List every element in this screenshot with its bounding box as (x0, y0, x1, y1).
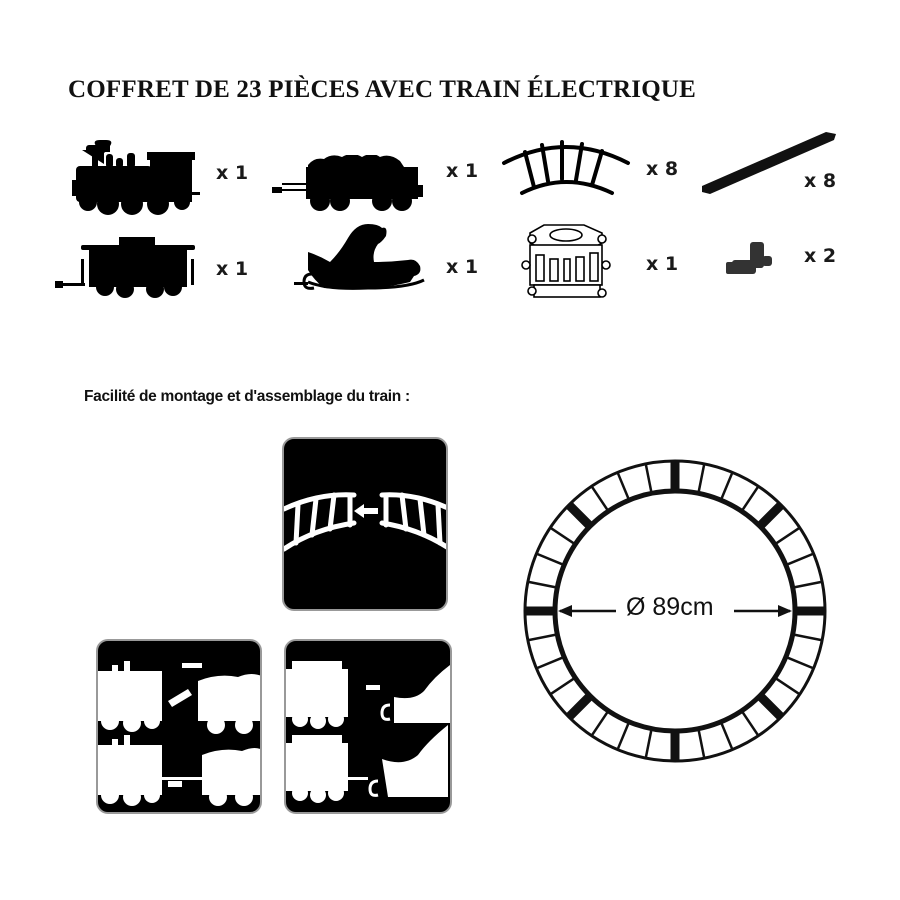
assembly-step-caboose-sleigh (284, 639, 452, 814)
page-title: COFFRET DE 23 PIÈCES AVEC TRAIN ÉLECTRIQ… (68, 76, 696, 103)
connector-icon (726, 242, 772, 274)
battery-box-icon (521, 224, 611, 298)
locomotive-tender-connect-icon (98, 661, 260, 806)
track-circle-diagram (523, 459, 827, 763)
qty-sleigh: x 1 (446, 256, 479, 278)
qty-caboose: x 1 (216, 258, 249, 280)
assembly-step-locomotive-tender (96, 639, 262, 814)
track-connect-icon (284, 492, 446, 552)
caboose-sleigh-connect-icon (286, 661, 450, 803)
qty-battery-box: x 1 (646, 253, 679, 275)
caboose-icon (55, 237, 195, 298)
qty-coal-tender: x 1 (446, 160, 479, 182)
qty-rail: x 8 (804, 170, 837, 192)
coal-tender-icon (272, 155, 423, 211)
assembly-step-tracks (282, 437, 448, 611)
rail-icon (702, 132, 836, 194)
qty-connector: x 2 (804, 245, 837, 267)
sleigh-icon (294, 224, 425, 290)
qty-curved-track: x 8 (646, 158, 679, 180)
locomotive-icon (72, 140, 200, 215)
qty-locomotive: x 1 (216, 162, 249, 184)
diameter-label: Ø 89cm (626, 593, 714, 621)
curved-track-icon (502, 140, 630, 195)
assembly-subtitle: Facilité de montage et d'assemblage du t… (84, 388, 410, 405)
